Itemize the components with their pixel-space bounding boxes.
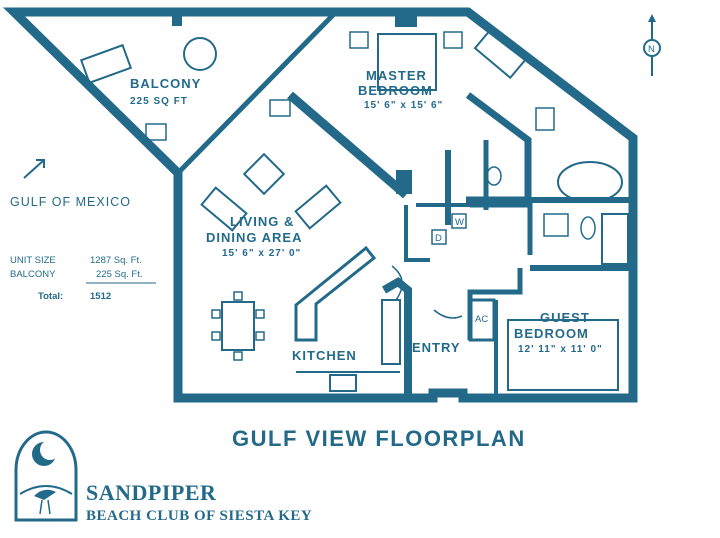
- compass-icon: [643, 14, 661, 76]
- balcony-stat-label: BALCONY: [10, 269, 56, 280]
- compass-letter: N: [648, 44, 655, 55]
- living-label-2: DINING AREA: [206, 230, 302, 245]
- washer: [451, 213, 467, 229]
- entry-label: ENTRY: [412, 340, 461, 355]
- guest-bed: [507, 319, 619, 391]
- laundry-wall: [404, 205, 430, 262]
- top-post: [172, 12, 182, 26]
- master-bed: [377, 33, 437, 91]
- ac-label: AC: [475, 314, 488, 325]
- unit-size-label: UNIT SIZE: [10, 255, 56, 266]
- master-size: 15' 6" x 15' 6": [364, 100, 443, 111]
- floorplan-title: GULF VIEW FLOORPLAN: [232, 426, 526, 451]
- kitchen-island: [294, 245, 377, 342]
- chair: [211, 331, 221, 341]
- balcony-stat-value: 225 Sq. Ft.: [96, 269, 142, 280]
- guest-toilet: [580, 216, 596, 240]
- dryer: [431, 229, 447, 245]
- master-label-2: BEDROOM: [358, 83, 433, 98]
- guest-size: 12' 11" x 11' 0": [518, 344, 603, 355]
- total-label: Total:: [38, 291, 63, 302]
- chair: [233, 291, 243, 301]
- guest-label-2: BEDROOM: [514, 326, 589, 341]
- washer-label: W: [455, 217, 464, 228]
- chair: [255, 331, 265, 341]
- sandpiper-logo: [14, 430, 78, 522]
- top-column: [395, 9, 417, 27]
- exterior-wall: [2, 7, 638, 403]
- hall-wall: [470, 202, 533, 255]
- dryer-label: D: [435, 233, 442, 244]
- balcony-rail: [13, 11, 179, 174]
- sink: [486, 166, 502, 186]
- master-label-1: MASTER: [366, 68, 427, 83]
- refrigerator: [381, 299, 401, 365]
- nightstand: [443, 31, 463, 49]
- column: [396, 170, 412, 194]
- guest-sink: [543, 213, 569, 237]
- kitchen-wall: [382, 277, 412, 398]
- dining-table: [221, 301, 255, 351]
- bathtub: [557, 161, 623, 203]
- guest-tub: [601, 213, 629, 265]
- balcony-glass-wall: [176, 10, 338, 175]
- lounge-chair: [79, 43, 133, 85]
- gulf-arrow-icon: [23, 159, 45, 179]
- kitchen-sink: [329, 374, 357, 392]
- balcony-label: BALCONY: [130, 76, 201, 91]
- guest-label-1: GUEST: [540, 310, 590, 325]
- living-label-1: LIVING &: [230, 214, 294, 229]
- gulf-label: GULF OF MEXICO: [10, 195, 131, 209]
- chair: [255, 309, 265, 319]
- chair: [233, 351, 243, 361]
- lamp-table: [269, 99, 291, 117]
- master-living-wall: [287, 91, 409, 199]
- door-swing: [391, 265, 403, 301]
- nightstand: [349, 31, 369, 49]
- entry-door-swing: [433, 309, 463, 319]
- armchair: [294, 184, 342, 230]
- balcony-size: 225 SQ FT: [130, 96, 188, 107]
- sofa: [200, 186, 248, 232]
- living-size: 15' 6" x 27' 0": [222, 248, 301, 259]
- patio-table: [183, 37, 217, 71]
- dresser: [473, 26, 529, 80]
- total-value: 1512: [90, 291, 111, 302]
- coffee-table: [242, 152, 286, 196]
- kitchen-label: KITCHEN: [292, 348, 357, 363]
- chair: [211, 309, 221, 319]
- patio-chair: [145, 123, 167, 141]
- brand-name: SANDPIPER: [86, 480, 217, 505]
- toilet: [535, 107, 555, 131]
- master-bath-wall: [465, 92, 532, 204]
- brand-subtitle: BEACH CLUB OF SIESTA KEY: [86, 508, 313, 524]
- unit-size-value: 1287 Sq. Ft.: [90, 255, 142, 266]
